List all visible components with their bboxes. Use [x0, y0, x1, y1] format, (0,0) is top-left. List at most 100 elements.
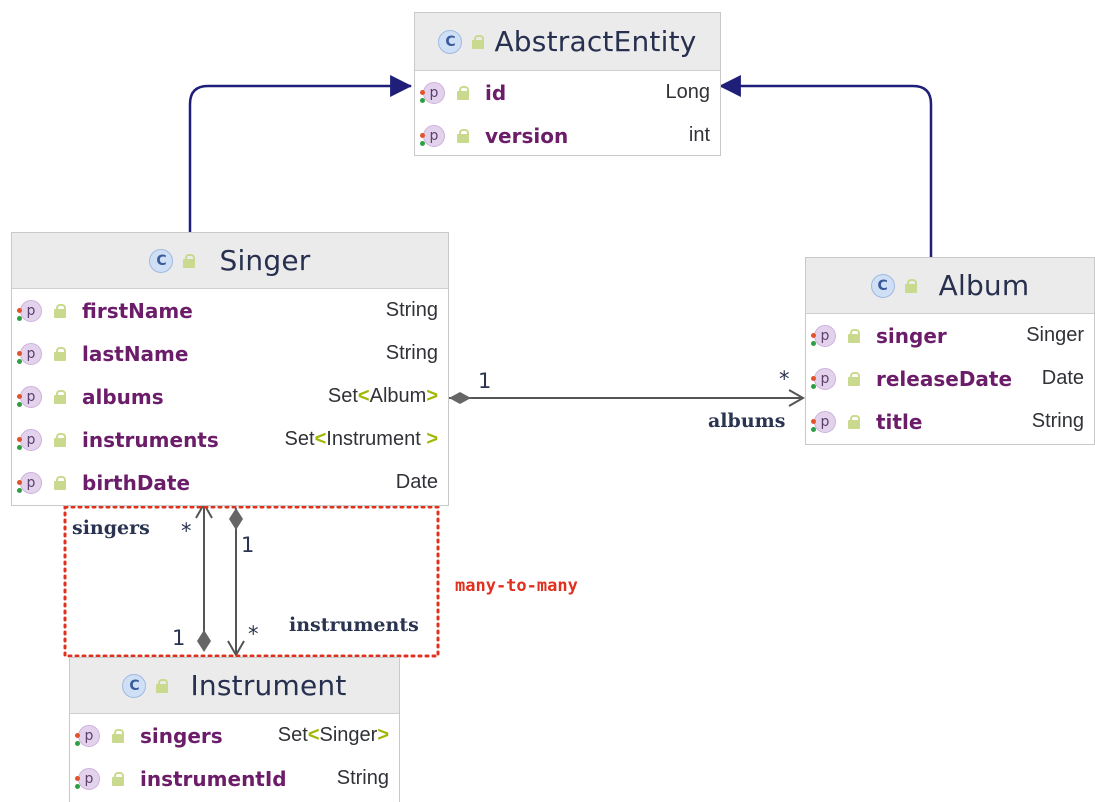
- class-name: Singer: [219, 244, 311, 277]
- field-name: version: [485, 123, 569, 148]
- class-icon: C: [122, 673, 147, 698]
- property-icon: p: [17, 428, 42, 451]
- property-icon: p: [17, 342, 42, 365]
- field-name: firstName: [82, 298, 193, 323]
- field-type: int: [688, 124, 710, 146]
- field-row[interactable]: p id Long: [415, 71, 720, 114]
- field-name: singers: [140, 723, 223, 748]
- lock-icon: [848, 414, 860, 429]
- lock-icon: [54, 432, 66, 447]
- field-type: String: [336, 767, 389, 789]
- singer-class[interactable]: C Singer p firstName String p lastName S…: [11, 232, 449, 506]
- albums-target-multiplicity: *: [779, 367, 790, 391]
- lock-icon: [54, 475, 66, 490]
- property-icon: p: [75, 724, 100, 747]
- class-icon: C: [870, 273, 895, 298]
- singers-target-multiplicity: *: [181, 519, 192, 543]
- field-row[interactable]: p lastName String: [12, 332, 448, 375]
- field-row[interactable]: p singers Set<Singer>: [70, 714, 399, 757]
- composition-diamond: [449, 392, 471, 404]
- field-type: Singer: [1026, 324, 1084, 346]
- field-type: Date: [1041, 367, 1084, 389]
- abstract-entity-class[interactable]: C AbstractEntity p id Long p version int: [414, 12, 721, 156]
- class-header: C Singer: [12, 233, 448, 289]
- lock-icon: [54, 389, 66, 404]
- field-type: Long: [665, 81, 711, 103]
- lock-icon: [848, 371, 860, 386]
- instruments-source-multiplicity: 1: [241, 533, 255, 557]
- field-row[interactable]: p firstName String: [12, 289, 448, 332]
- singers-role-label: singers: [72, 517, 150, 539]
- field-name: singer: [876, 323, 947, 348]
- lock-icon: [112, 771, 124, 786]
- property-icon: p: [811, 324, 836, 347]
- many-to-many-note-border: [63, 505, 440, 658]
- singer-inheritance-arrow: [188, 75, 413, 232]
- composition-diamond: [229, 508, 243, 530]
- lock-icon: [848, 328, 860, 343]
- class-name: AbstractEntity: [494, 25, 697, 58]
- field-name: instrumentId: [140, 766, 287, 791]
- class-header: C Instrument: [70, 658, 399, 714]
- class-icon: C: [438, 29, 463, 54]
- lock-icon: [457, 128, 469, 143]
- field-row[interactable]: p releaseDate Date: [806, 357, 1094, 400]
- album-inheritance-arrow: [718, 75, 933, 257]
- property-icon: p: [17, 471, 42, 494]
- field-name: id: [485, 80, 507, 105]
- class-icon: C: [149, 248, 174, 273]
- lock-icon: [457, 85, 469, 100]
- field-name: instruments: [82, 427, 219, 452]
- property-icon: p: [811, 410, 836, 433]
- class-header: C Album: [806, 258, 1094, 314]
- lock-icon: [472, 34, 485, 49]
- property-icon: p: [420, 81, 445, 104]
- field-type: String: [1031, 410, 1084, 432]
- lock-icon: [54, 346, 66, 361]
- instruments-target-multiplicity: *: [248, 622, 259, 646]
- field-name: birthDate: [82, 470, 191, 495]
- field-row[interactable]: p version int: [415, 114, 720, 157]
- class-header: C AbstractEntity: [415, 13, 720, 71]
- field-type: Set<Singer>: [277, 724, 389, 746]
- field-name: albums: [82, 384, 164, 409]
- field-name: lastName: [82, 341, 189, 366]
- property-icon: p: [420, 124, 445, 147]
- field-name: releaseDate: [876, 366, 1013, 391]
- field-row[interactable]: p instrumentId String: [70, 757, 399, 800]
- instruments-role-label: instruments: [289, 614, 419, 636]
- field-row[interactable]: p albums Set<Album>: [12, 375, 448, 418]
- property-icon: p: [811, 367, 836, 390]
- lock-icon: [183, 253, 196, 268]
- albums-association: [449, 389, 806, 407]
- field-row[interactable]: p birthDate Date: [12, 461, 448, 504]
- field-row[interactable]: p title String: [806, 400, 1094, 443]
- property-icon: p: [75, 767, 100, 790]
- singers-source-multiplicity: 1: [172, 626, 186, 650]
- class-name: Album: [938, 269, 1030, 302]
- field-type: Set<Album>: [327, 385, 438, 407]
- field-list: p singers Set<Singer> p instrumentId Str…: [70, 714, 399, 800]
- field-type: Set<Instrument >: [284, 428, 438, 450]
- field-list: p id Long p version int: [415, 71, 720, 157]
- singers-association: [195, 501, 213, 652]
- field-list: p firstName String p lastName String p a…: [12, 289, 448, 504]
- instruments-association: [227, 508, 245, 658]
- lock-icon: [156, 678, 169, 693]
- property-icon: p: [17, 385, 42, 408]
- many-to-many-note: many-to-many: [455, 576, 578, 596]
- property-icon: p: [17, 299, 42, 322]
- field-list: p singer Singer p releaseDate Date p tit…: [806, 314, 1094, 443]
- field-type: Date: [395, 471, 438, 493]
- albums-role-label: albums: [708, 410, 786, 432]
- field-row[interactable]: p singer Singer: [806, 314, 1094, 357]
- lock-icon: [904, 278, 917, 293]
- field-type: String: [385, 342, 438, 364]
- composition-diamond: [197, 630, 211, 652]
- album-class[interactable]: C Album p singer Singer p releaseDate Da…: [805, 257, 1095, 445]
- instrument-class[interactable]: C Instrument p singers Set<Singer> p ins…: [69, 657, 400, 802]
- open-arrowhead: [788, 389, 806, 407]
- class-name: Instrument: [190, 669, 347, 702]
- field-row[interactable]: p instruments Set<Instrument >: [12, 418, 448, 461]
